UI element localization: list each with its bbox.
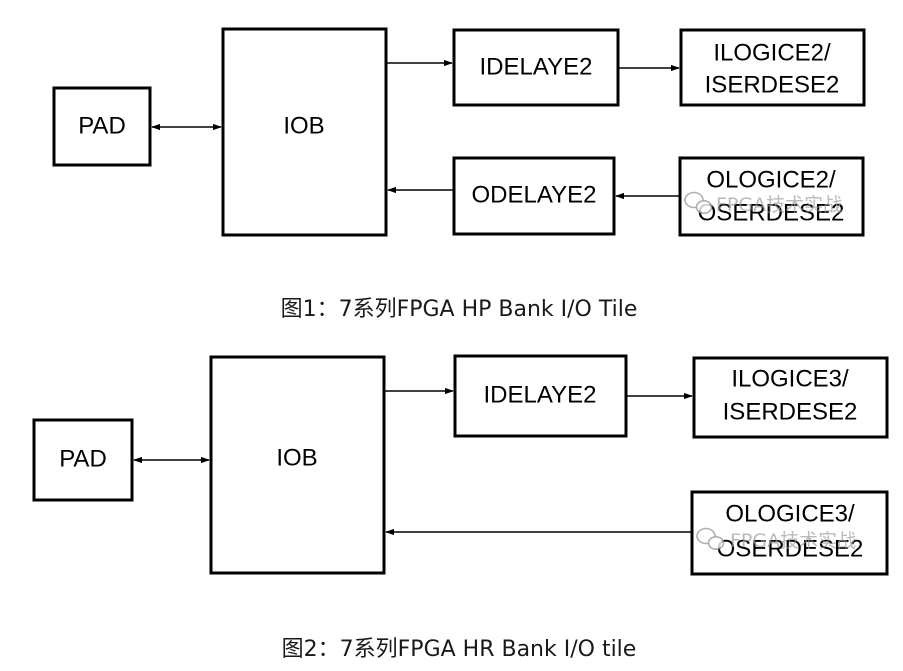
- figure-2: PAD IOB IDELAYE2 ILOGICE3/ ISERDESE2 OLO…: [32, 354, 889, 662]
- fig2-ilogic-label-line2: ISERDESE2: [723, 398, 858, 425]
- fig1-ologic-label-line2: OSERDESE2: [698, 199, 845, 226]
- fig2-pad-label: PAD: [59, 445, 107, 472]
- fig1-caption: 图1：7系列FPGA HP Bank I/O Tile: [281, 297, 638, 322]
- fig1-odelay-block: [452, 156, 616, 236]
- fig1-odelay-label: ODELAYE2: [472, 181, 597, 208]
- figure-1: PAD IOB IDELAYE2 ILOGICE2/ ISERDESE2 ODE…: [52, 27, 866, 322]
- fig2-ilogic-block: [692, 356, 889, 439]
- fig1-idelay-block: [452, 28, 620, 107]
- fig2-watermark: FPGA技术实战: [696, 527, 856, 552]
- fig1-ilogic-block: [679, 28, 866, 107]
- fig1-pad-block: [52, 86, 152, 167]
- fig1-ilogic-label-line2: ISERDESE2: [705, 71, 840, 98]
- fig2-ologic-label-line1: OLOGICE3/: [725, 500, 855, 527]
- fig1-idelay-label: IDELAYE2: [480, 53, 593, 80]
- wechat-icon: [696, 527, 725, 550]
- fig1-ologic-label-line1: OLOGICE2/: [706, 166, 836, 193]
- fig1-watermark: FPGA技术实战: [684, 191, 842, 216]
- fig2-ologic-block: [690, 490, 889, 576]
- fig2-watermark-text: FPGA技术实战: [730, 530, 856, 552]
- fig1-watermark-text: FPGA技术实战: [716, 194, 842, 216]
- fig2-iob-label: IOB: [276, 444, 317, 471]
- fig2-ologic-label-line2: OSERDESE2: [717, 535, 864, 562]
- fig1-iob-label: IOB: [283, 112, 324, 139]
- fig2-iob-block: [209, 355, 386, 575]
- fig2-ilogic-label-line1: ILOGICE3/: [731, 365, 849, 392]
- fig2-idelay-label: IDELAYE2: [484, 381, 597, 408]
- fig1-pad-label: PAD: [78, 112, 126, 139]
- fig1-ilogic-label-line1: ILOGICE2/: [713, 39, 831, 66]
- fig2-pad-block: [32, 418, 134, 502]
- fig1-iob-block: [221, 27, 388, 237]
- fig2-caption: 图2：7系列FPGA HR Bank I/O tile: [282, 637, 637, 662]
- wechat-icon: [684, 191, 713, 215]
